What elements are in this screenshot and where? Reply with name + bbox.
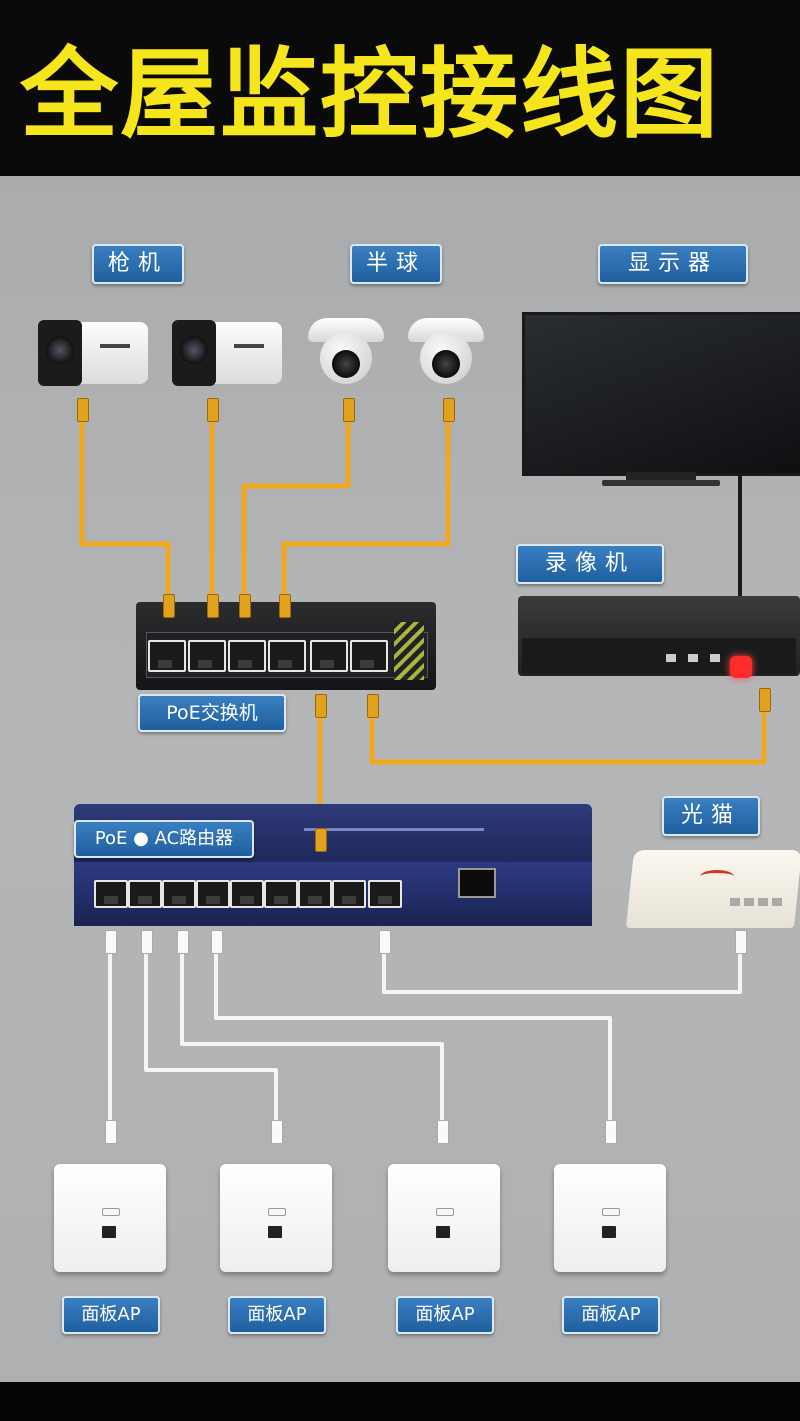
rj45-plug bbox=[343, 398, 355, 422]
dome-camera-icon bbox=[408, 318, 484, 398]
monitor-icon bbox=[522, 312, 800, 492]
panel-ap-icon bbox=[220, 1164, 332, 1272]
label-ont: 光猫 bbox=[662, 796, 760, 836]
label-panel-ap-4: 面板AP bbox=[562, 1296, 660, 1334]
rj45-plug bbox=[163, 594, 175, 618]
rj45-plug bbox=[367, 694, 379, 718]
footer-bar bbox=[0, 1382, 800, 1421]
label-monitor: 显示器 bbox=[598, 244, 748, 284]
nvr-icon bbox=[518, 596, 800, 686]
rj45-plug bbox=[207, 398, 219, 422]
label-router: PoE ● AC路由器 bbox=[74, 820, 254, 858]
rj45-plug bbox=[443, 398, 455, 422]
rj45-plug bbox=[105, 930, 117, 954]
rj45-plug bbox=[141, 930, 153, 954]
panel-ap-icon bbox=[554, 1164, 666, 1272]
rj45-plug bbox=[207, 594, 219, 618]
cable-layer bbox=[79, 408, 767, 1126]
rj45-plug bbox=[105, 1120, 117, 1144]
cable-router-ap2 bbox=[144, 936, 278, 1126]
cable-router-ap3 bbox=[180, 936, 444, 1126]
rj45-plug bbox=[437, 1120, 449, 1144]
cable-bullet1-switch bbox=[79, 408, 171, 606]
cable-dome1-switch bbox=[241, 408, 351, 606]
dome-camera-icon bbox=[308, 318, 384, 398]
rj45-plug bbox=[315, 694, 327, 718]
rj45-plug bbox=[735, 930, 747, 954]
rj45-plug bbox=[77, 398, 89, 422]
rj45-plug bbox=[605, 1120, 617, 1144]
label-panel-ap-3: 面板AP bbox=[396, 1296, 494, 1334]
bullet-camera-icon bbox=[38, 316, 148, 394]
cable-router-ont bbox=[382, 936, 742, 994]
rj45-plug bbox=[279, 594, 291, 618]
rj45-plug bbox=[239, 594, 251, 618]
cable-router-ap4 bbox=[214, 936, 612, 1126]
bullet-camera-icon bbox=[172, 316, 282, 394]
rj45-plug bbox=[379, 930, 391, 954]
nvr-lan-port bbox=[730, 656, 752, 678]
header-bar: 全屋监控接线图 bbox=[0, 0, 800, 176]
label-dome-camera: 半球 bbox=[350, 244, 442, 284]
rj45-plug bbox=[759, 688, 771, 712]
label-poe-switch: PoE交换机 bbox=[138, 694, 286, 732]
ont-icon bbox=[625, 840, 800, 930]
label-nvr: 录像机 bbox=[516, 544, 664, 584]
label-panel-ap-2: 面板AP bbox=[228, 1296, 326, 1334]
label-panel-ap-1: 面板AP bbox=[62, 1296, 160, 1334]
diagram-title: 全屋监控接线图 bbox=[20, 38, 721, 152]
cable-switch-nvr bbox=[369, 696, 767, 765]
rj45-plug bbox=[177, 930, 189, 954]
rj45-plug bbox=[211, 930, 223, 954]
wiring-diagram: 枪机 半球 显示器 录像机 PoE bbox=[0, 176, 800, 1382]
cable-dome2-switch bbox=[281, 408, 451, 606]
panel-ap-icon bbox=[388, 1164, 500, 1272]
rj45-plug bbox=[271, 1120, 283, 1144]
label-bullet-camera: 枪机 bbox=[92, 244, 184, 284]
panel-ap-icon bbox=[54, 1164, 166, 1272]
rj45-plug bbox=[315, 828, 327, 852]
